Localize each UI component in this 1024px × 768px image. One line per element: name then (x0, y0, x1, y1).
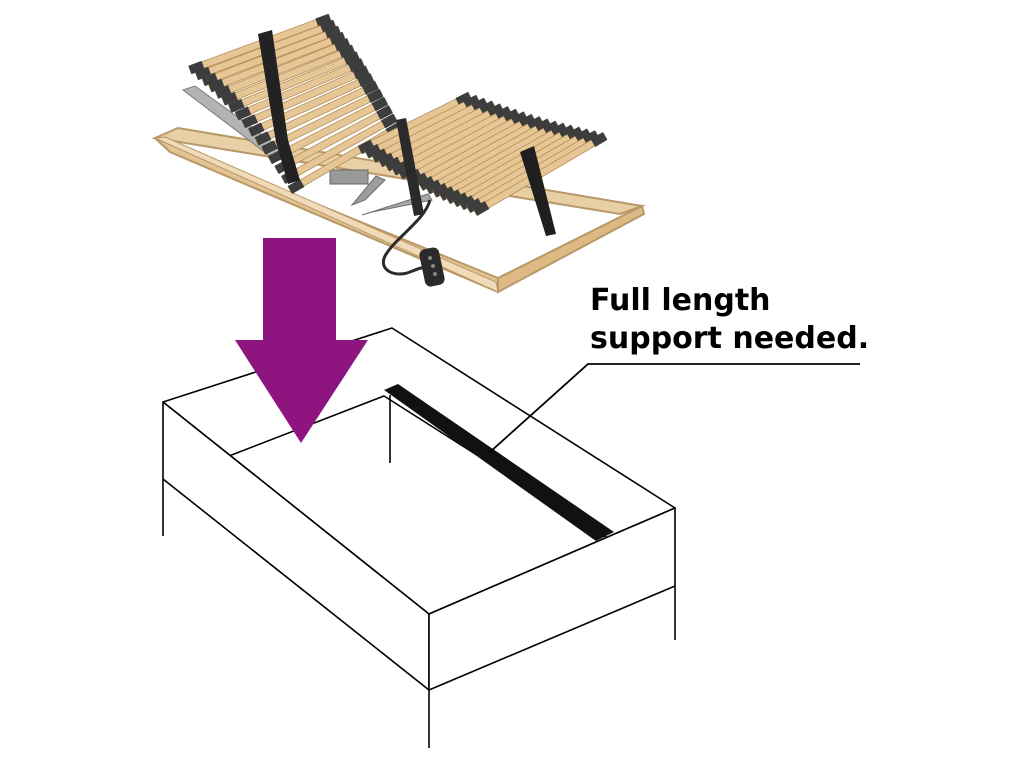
slat-end-cap (472, 201, 490, 216)
slat-end-cap (503, 108, 520, 124)
slat-end-cap (566, 126, 584, 142)
slat-end-cap (362, 80, 379, 95)
slat-end-cap (234, 106, 252, 121)
slat-end-cap (487, 103, 504, 118)
slat-end-cap (452, 192, 470, 208)
slat-end-cap (228, 98, 245, 113)
slat-end-cap (201, 72, 219, 87)
slat-end-cap (371, 96, 389, 112)
slat-end-cap (315, 13, 332, 28)
slat-end-cap (432, 182, 449, 198)
slat-end-cap (445, 189, 463, 205)
slat-end-cap (371, 148, 389, 163)
slat-end-cap (558, 124, 576, 140)
slat-end-cap (471, 97, 488, 113)
support-annotation: Full length support needed. (590, 282, 869, 358)
slat-end-cap (391, 160, 409, 176)
slat-end-cap (465, 198, 483, 214)
down-arrow-icon (235, 238, 368, 443)
annotation-line-2: support needed. (590, 321, 870, 356)
slat-end-cap (195, 66, 212, 81)
slat-end-cap (261, 140, 278, 155)
slat-end-cap (550, 122, 568, 138)
slat-end-cap (534, 118, 552, 134)
slat-end-cap (376, 105, 393, 120)
slat-end-cap (438, 186, 456, 201)
slat-end-cap (519, 113, 536, 129)
slat-end-cap (221, 91, 239, 106)
slat-end-cap (542, 120, 560, 136)
slat-end-cap (574, 128, 592, 144)
slat-end-cap (352, 65, 370, 80)
slat-end-cap (527, 116, 544, 131)
slat-end-cap (384, 156, 402, 172)
leg-section-slats (357, 91, 608, 216)
slat-end-cap (378, 152, 395, 168)
bed-base-straps (258, 30, 556, 236)
annotation-line-1: Full length (590, 283, 771, 318)
slat-end-cap (495, 106, 512, 121)
slat-end-cap (319, 19, 337, 34)
wooden-slat (261, 89, 384, 155)
slat-end-cap (329, 31, 346, 46)
slat-end-cap (425, 179, 443, 195)
slat-end-cap (366, 88, 384, 103)
slat-end-cap (254, 131, 272, 146)
slat-end-cap (343, 51, 360, 66)
slat-end-cap (418, 176, 436, 191)
slat-end-cap (459, 195, 476, 211)
slat-end-cap (357, 72, 374, 88)
slat-end-cap (333, 38, 351, 52)
center-support-bar (384, 384, 614, 541)
slat-end-cap (324, 25, 341, 40)
slat-end-cap (287, 179, 305, 194)
slat-end-cap (357, 139, 375, 155)
slat-end-cap (455, 91, 473, 107)
slat-end-cap (511, 111, 528, 127)
slat-end-cap (214, 85, 232, 99)
annotation-leader-line (489, 363, 860, 453)
slat-end-cap (582, 130, 600, 146)
slatted-bed-base-illustration (151, 13, 646, 294)
slat-end-cap (364, 144, 382, 159)
slat-end-cap (188, 60, 205, 75)
slat-end-cap (208, 78, 225, 93)
remote-icon (381, 199, 445, 287)
slat-end-cap (380, 113, 398, 129)
slat-end-cap (590, 132, 608, 147)
slat-end-cap (248, 122, 265, 137)
slat-end-cap (479, 100, 496, 116)
slat-end-cap (241, 114, 258, 129)
slat-end-cap (463, 94, 480, 110)
slat-end-cap (348, 58, 365, 73)
slat-end-cap (338, 44, 356, 59)
head-section-slats (188, 13, 403, 194)
